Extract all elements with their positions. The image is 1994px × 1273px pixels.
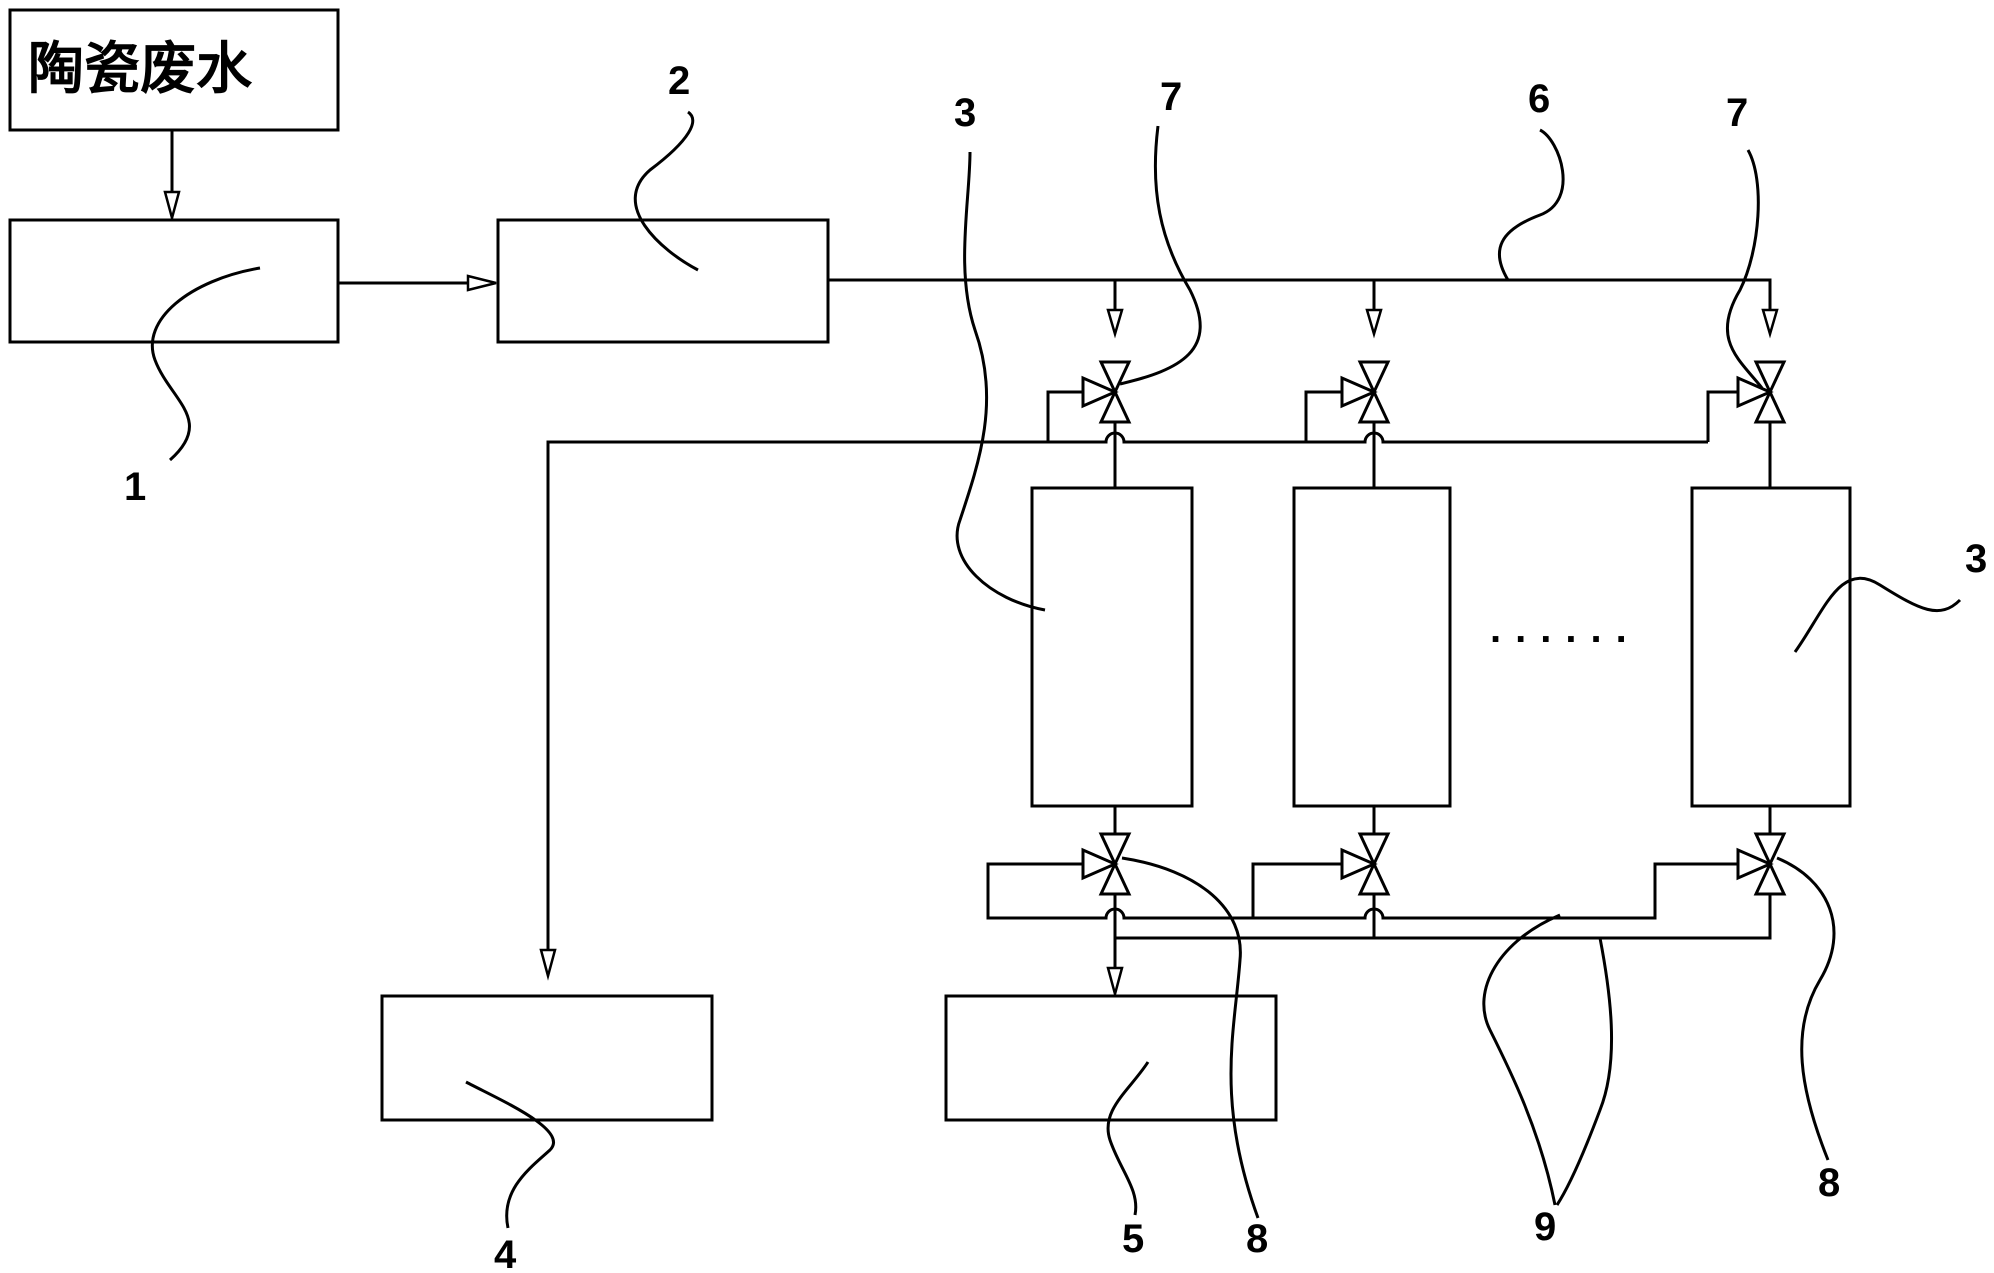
collection-line-9 — [1113, 894, 1772, 940]
leader-7b — [1725, 149, 1764, 389]
valve-lower-3 — [1736, 832, 1786, 896]
unit-2-box — [496, 218, 830, 344]
leader-8a — [1121, 856, 1260, 1219]
label-8a: 8 — [1246, 1217, 1268, 1261]
valve-upper-1 — [1081, 360, 1131, 424]
valve-lower-1 — [1081, 832, 1131, 896]
label-4: 4 — [494, 1233, 517, 1273]
arrow-head-down — [539, 948, 557, 981]
unit-4-box — [380, 994, 714, 1122]
unit-1-box — [8, 218, 340, 344]
label-3a: 3 — [954, 91, 976, 135]
label-1: 1 — [124, 465, 146, 509]
leader-3b — [1793, 576, 1962, 653]
arrow-head-down — [1365, 308, 1383, 339]
valve-upper-3-control — [1706, 390, 1738, 442]
column-2 — [1292, 486, 1452, 808]
arrow-head-right — [466, 274, 497, 292]
leader-9b — [1555, 937, 1614, 1206]
control-line-9 — [986, 862, 1738, 920]
leader-7a — [1119, 125, 1202, 386]
return-line-to-unit4 — [546, 431, 1708, 950]
leader-1 — [150, 266, 261, 462]
valve-upper-2-control — [1304, 390, 1342, 442]
source-title: 陶瓷废水 — [28, 37, 253, 102]
column-3 — [1690, 486, 1852, 808]
arrow-head-down — [1761, 308, 1779, 339]
ellipsis: ...... — [1490, 607, 1641, 651]
leader-3a — [955, 151, 1046, 612]
source-box — [8, 8, 340, 132]
valve-upper-1-control — [1046, 390, 1083, 442]
column-1 — [1030, 486, 1194, 808]
leader-6 — [1498, 128, 1565, 281]
arrow-head-down — [163, 190, 181, 223]
header-pipe-6 — [828, 278, 1772, 310]
arrow-head-down — [1106, 966, 1124, 999]
label-9: 9 — [1534, 1205, 1556, 1249]
valve-upper-2 — [1340, 360, 1390, 424]
leader-4 — [465, 1080, 555, 1229]
label-7a: 7 — [1160, 75, 1182, 119]
valve-lower-2-control — [1251, 862, 1342, 918]
leader-8b — [1776, 856, 1836, 1161]
label-8b: 8 — [1818, 1161, 1840, 1205]
label-3b: 3 — [1965, 537, 1987, 581]
valve-lower-2 — [1340, 832, 1390, 896]
leader-5 — [1106, 1061, 1150, 1216]
label-7b: 7 — [1726, 91, 1748, 135]
label-5: 5 — [1122, 1217, 1144, 1261]
arrow-head-down — [1106, 308, 1124, 339]
leader-9a — [1482, 913, 1561, 1206]
valve-upper-3 — [1736, 360, 1786, 424]
leader-2 — [633, 110, 699, 272]
label-6: 6 — [1528, 77, 1550, 121]
unit-5-box — [944, 994, 1278, 1122]
label-2: 2 — [668, 59, 690, 103]
